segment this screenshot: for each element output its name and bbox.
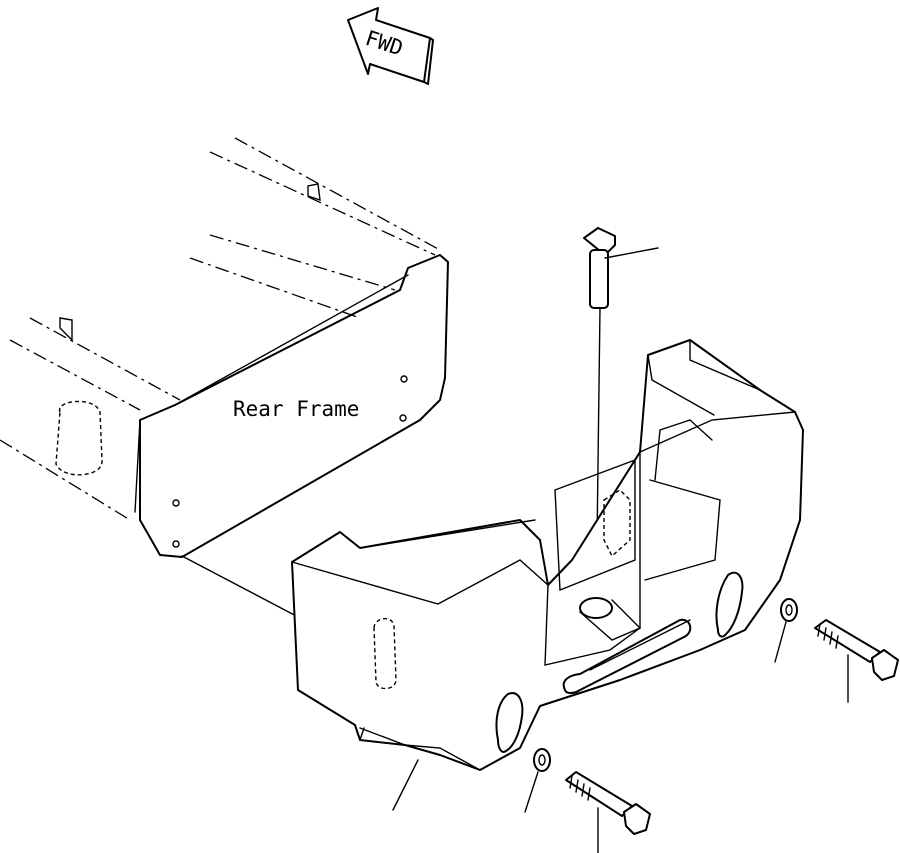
bolt-upper bbox=[814, 619, 899, 703]
bolt-lower bbox=[565, 771, 651, 853]
washer-upper bbox=[774, 598, 798, 663]
counterweight bbox=[291, 339, 804, 771]
counterweight-leader bbox=[392, 759, 419, 811]
fwd-arrow-icon: FWD bbox=[347, 7, 434, 85]
washer-lower bbox=[524, 748, 551, 813]
rear-frame: Rear Frame bbox=[0, 137, 449, 558]
lifting-pin bbox=[583, 227, 659, 621]
rear-frame-label: Rear Frame bbox=[233, 397, 359, 421]
